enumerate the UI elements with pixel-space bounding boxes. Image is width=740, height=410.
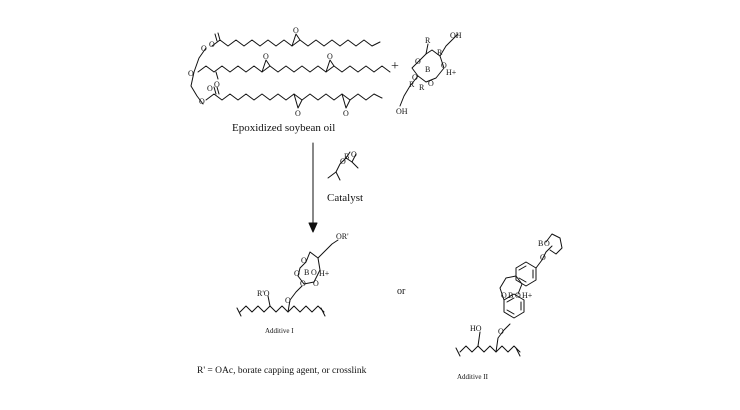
atom-label: OR' [336,232,349,241]
atom-label: R [437,48,443,57]
additive-2-structure [455,233,563,357]
atom-label: O [412,73,418,82]
additive-2-label: Additive II [457,373,488,381]
atom-label: R'O [257,289,270,298]
atom-label: O [544,239,550,248]
additive-1-label: Additive I [265,327,294,335]
atom-label: O [313,279,319,288]
atom-label: O [285,296,291,305]
reaction-arrow [308,142,318,233]
additive-1-structure [236,239,339,317]
atom-label: R [409,80,415,89]
catalyst-structure [327,151,359,181]
atom-label: R [425,36,431,45]
atom-label: O [441,61,447,70]
reagent-label: Epoxidized soybean oil [232,122,336,134]
atom-label: O [428,79,434,88]
plus-sign: + [391,59,399,74]
atom-label: O [294,269,300,278]
atom-label: O [207,84,213,93]
atom-label: B [508,291,513,300]
atom-labels: O O O O O O O O O O O OH R R O B O H+ O … [188,26,550,336]
atom-label: H+ [319,269,330,278]
atom-label: H+ [522,291,533,300]
atom-label: O [301,256,307,265]
atom-label: HO [470,324,482,333]
atom-label: O [501,291,507,300]
atom-label: R [419,83,425,92]
catalyst-label: Catalyst [327,192,364,204]
atom-label: O [263,52,269,61]
atom-label: B [304,268,309,277]
atom-label: O [351,150,357,159]
atom-label: O [214,80,220,89]
atom-label: O [340,157,346,166]
atom-label: O [295,109,301,118]
epoxidized-soybean-oil-structure [190,32,391,109]
atom-label: H+ [446,68,457,77]
atom-label: O [188,69,194,78]
atom-label: B [538,239,543,248]
atom-label: O [201,44,207,53]
atom-label: OH [450,31,462,40]
atom-label: O [311,268,317,277]
atom-label: O [300,279,306,288]
atom-label: O [515,291,521,300]
atom-label: OH [396,107,408,116]
atom-label: O [209,40,215,49]
atom-label: O [199,97,205,106]
or-label: or [397,286,406,297]
atom-label: O [293,26,299,35]
atom-label: B [425,65,430,74]
atom-label: O [327,52,333,61]
atom-label: O [343,109,349,118]
borate-reagent-structure [399,33,459,107]
footnote: R' = OAc, borate capping agent, or cross… [197,366,367,376]
atom-label: B [344,152,349,161]
atom-label: O [498,327,504,336]
atom-label: O [540,253,546,262]
atom-label: O [415,57,421,66]
